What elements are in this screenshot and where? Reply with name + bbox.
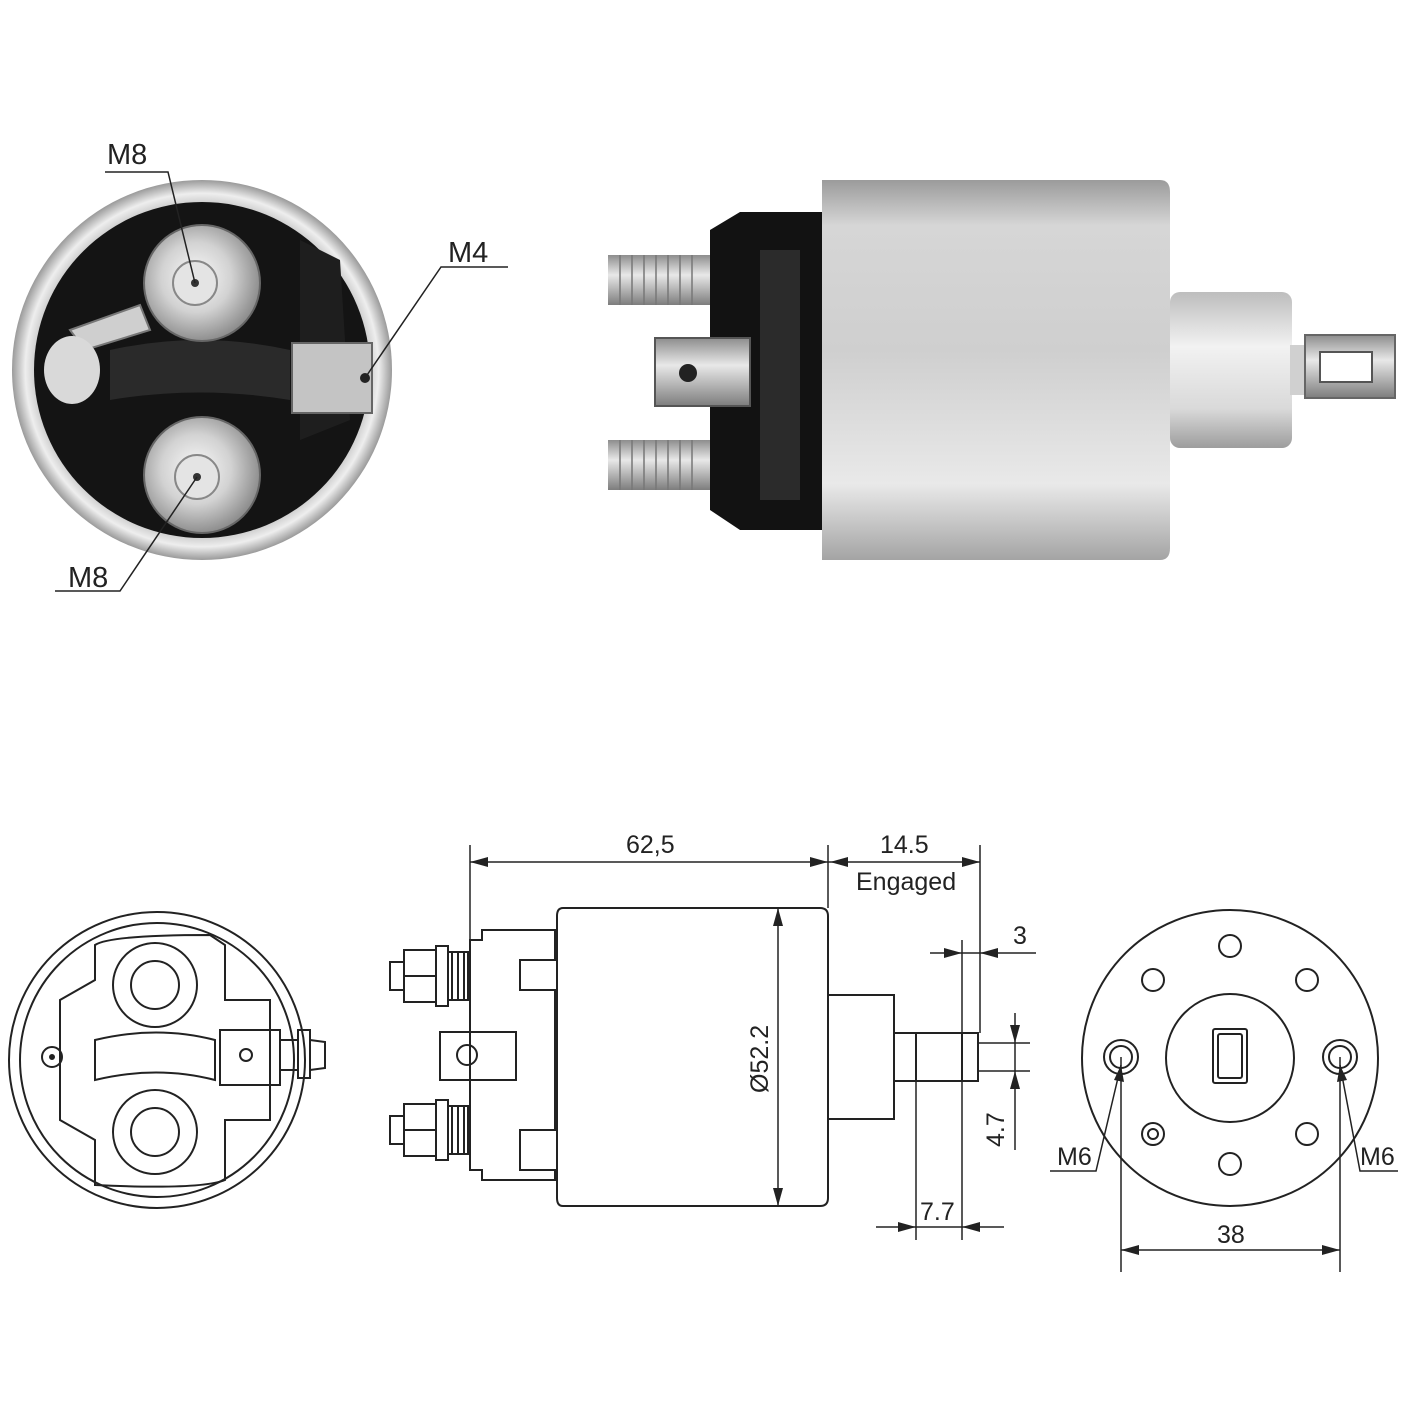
end-view-drawing <box>8 911 326 1209</box>
leader-m4 <box>364 266 508 379</box>
dim-slot-width: 3 <box>1013 922 1027 950</box>
side-view-drawing <box>389 907 979 1207</box>
end-view-photo <box>12 180 392 560</box>
dim-tab-height: 4.7 <box>982 1112 1010 1147</box>
dim-diameter: Ø52.2 <box>746 1025 774 1093</box>
dim-length: 62,5 <box>626 831 675 859</box>
dim-left-thread: M6 <box>1057 1143 1092 1171</box>
dimension-lines <box>469 845 1398 1272</box>
photo-callouts <box>55 171 508 592</box>
dim-tab-length: 7.7 <box>920 1198 955 1226</box>
dim-right-thread: M6 <box>1360 1143 1395 1171</box>
leader-top-m8 <box>105 171 196 284</box>
dim-hole-spacing: 38 <box>1217 1221 1245 1249</box>
dim-stroke: 14.5 <box>880 831 929 859</box>
label-bottom-m8: M8 <box>68 562 108 594</box>
side-view-photo <box>608 180 1396 560</box>
dim-stroke-note: Engaged <box>856 868 956 896</box>
label-m4: M4 <box>448 237 488 269</box>
leader-bottom-m8 <box>55 476 198 592</box>
label-top-m8: M8 <box>107 139 147 171</box>
mounting-face-drawing <box>1081 909 1379 1207</box>
